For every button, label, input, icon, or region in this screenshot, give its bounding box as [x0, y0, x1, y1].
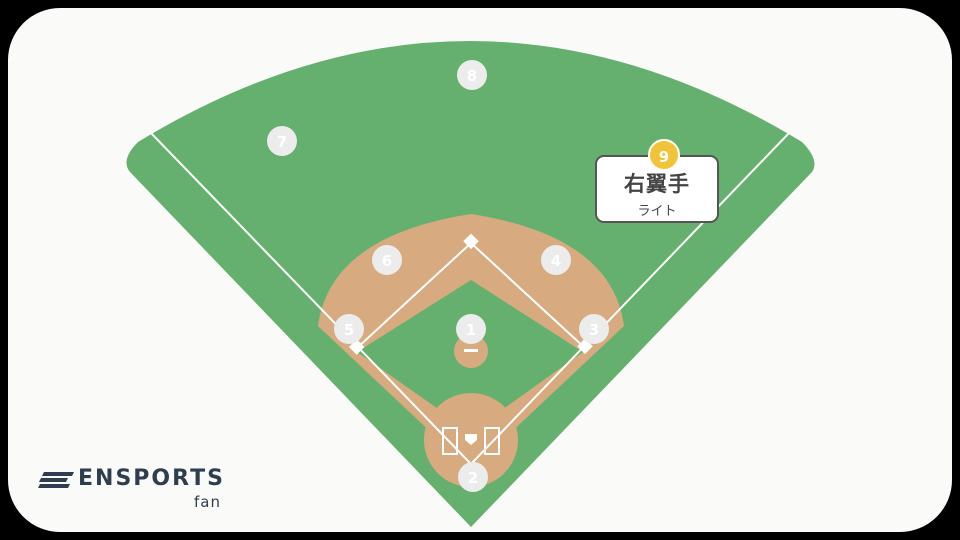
- home-plate: [465, 434, 477, 445]
- foul-line-left: [149, 131, 472, 465]
- position-marker-8: 8: [457, 60, 487, 90]
- position-number: 6: [382, 252, 392, 270]
- batters-box-right: [484, 427, 500, 455]
- pitchers-rubber: [464, 349, 478, 352]
- foul-line-right: [470, 131, 791, 465]
- callout-title: 右翼手: [624, 172, 690, 196]
- position-marker-5: 5: [334, 314, 364, 344]
- logo-name: ENSPORTS: [78, 466, 225, 491]
- position-number: 4: [551, 252, 561, 270]
- position-number: 8: [467, 67, 477, 85]
- diagram-card: 1 2 3 4 5 6 7 8 右翼手: [8, 8, 952, 532]
- position-number: 3: [589, 321, 599, 339]
- position-marker-4: 4: [541, 245, 571, 275]
- baseball-field: 1 2 3 4 5 6 7 8: [126, 41, 815, 527]
- position-marker-6: 6: [372, 245, 402, 275]
- position-number: 2: [468, 469, 478, 487]
- position-number: 1: [466, 321, 476, 339]
- callout-subtitle: ライト: [637, 204, 677, 219]
- logo-sub: fan: [194, 493, 221, 511]
- position-marker-1: 1: [456, 314, 486, 344]
- position-marker-7: 7: [267, 126, 297, 156]
- batters-box-left: [442, 427, 458, 455]
- position-number: 7: [277, 133, 287, 151]
- second-base: [463, 233, 479, 250]
- position-marker-2: 2: [458, 462, 488, 492]
- highlight-badge: 9: [648, 139, 680, 171]
- logo-mark-icon: [38, 472, 74, 488]
- position-number: 5: [344, 321, 354, 339]
- position-marker-3: 3: [579, 314, 609, 344]
